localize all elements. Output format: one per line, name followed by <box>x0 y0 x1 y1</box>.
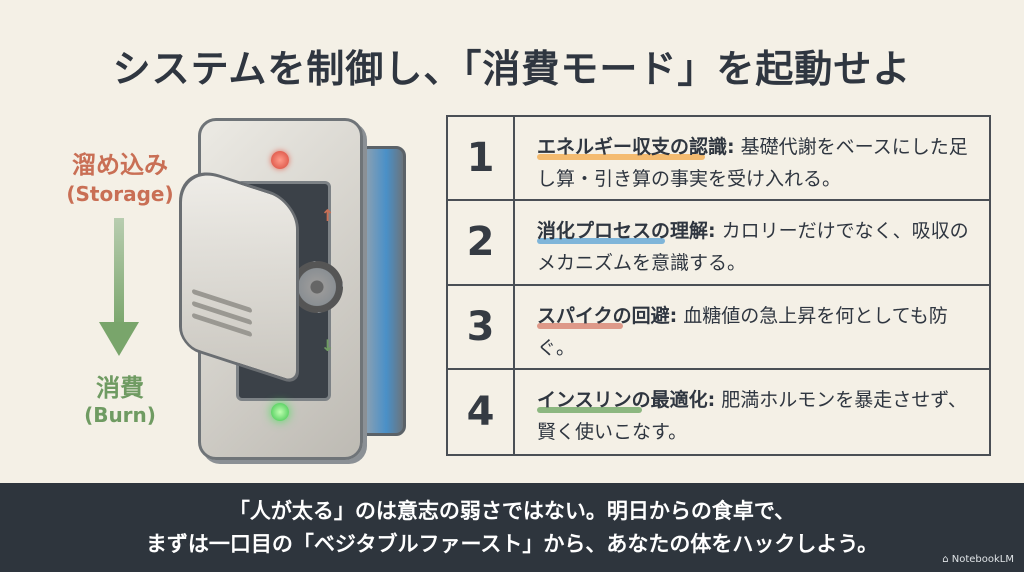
step-description: カロリーだけでなく、吸収のメカニズムを意識する。 <box>537 220 969 275</box>
green-led-icon <box>271 403 289 421</box>
toggle-switch-illustration: ↑ ↓ <box>179 118 413 463</box>
step-heading: スパイクの回避: <box>537 304 678 329</box>
table-row: 3 スパイクの回避: 血糖値の急上昇を何としても防ぐ。 <box>448 285 989 370</box>
burn-label-en: (Burn) <box>84 403 156 427</box>
step-heading: 消化プロセスの理解: <box>537 220 716 245</box>
step-description: 肥満ホルモンを暴走させず、賢く使いこなす。 <box>537 388 967 443</box>
step-number: 3 <box>448 285 515 368</box>
footer-line-2: まずは一口目の「ベジタブルファースト」から、あなたの体をハックしよう。 <box>145 532 879 556</box>
step-description: 基礎代謝をベースにした足し算・引き算の事実を受け入れる。 <box>537 136 968 190</box>
table-row: 2 消化プロセスの理解: カロリーだけでなく、吸収のメカニズムを意識する。 <box>448 201 989 286</box>
steps-table: 1 エネルギー収支の認識: 基礎代謝をベースにした足し算・引き算の事実を受け入れ… <box>446 115 991 456</box>
down-small-arrow-icon: ↓ <box>321 336 335 355</box>
storage-label: 溜め込み <box>72 151 168 179</box>
footer-line-1: 「人が太る」のは意志の弱さではない。明日からの食卓で、 <box>228 499 796 523</box>
step-text: 消化プロセスの理解: カロリーだけでなく、吸収のメカニズムを意識する。 <box>515 201 989 283</box>
notebooklm-logo: ⌂ NotebookLM <box>942 554 1014 565</box>
step-heading: エネルギー収支の認識: <box>537 136 735 160</box>
footer-banner: 「人が太る」のは意志の弱さではない。明日からの食卓で、 まずは一口目の「ベジタブ… <box>0 483 1024 572</box>
burn-label: 消費 <box>96 374 144 402</box>
step-description: 血糖値の急上昇を何としても防ぐ。 <box>537 304 948 359</box>
down-arrow-head-icon <box>99 322 139 356</box>
step-number: 1 <box>448 117 515 200</box>
storage-label-en: (Storage) <box>66 182 174 206</box>
slide-title: システムを制御し、「消費モード」を起動せよ <box>112 47 912 91</box>
step-text: エネルギー収支の認識: 基礎代謝をベースにした足し算・引き算の事実を受け入れる。 <box>515 117 989 199</box>
step-text: スパイクの回避: 血糖値の急上昇を何としても防ぐ。 <box>515 286 989 368</box>
table-row: 4 インスリンの最適化: 肥満ホルモンを暴走させず、賢く使いこなす。 <box>448 369 989 454</box>
switch-plate: ↑ ↓ <box>179 118 363 460</box>
step-number: 4 <box>448 369 515 454</box>
red-led-icon <box>271 151 289 169</box>
table-row: 1 エネルギー収支の認識: 基礎代謝をベースにした足し算・引き算の事実を受け入れ… <box>448 117 989 202</box>
up-arrow-icon: ↑ <box>321 206 335 225</box>
down-arrow-icon <box>114 218 124 328</box>
step-number: 2 <box>448 201 515 284</box>
step-heading: インスリンの最適化: <box>537 388 716 413</box>
step-text: インスリンの最適化: 肥満ホルモンを暴走させず、賢く使いこなす。 <box>515 370 989 454</box>
switch-side-panel <box>358 146 406 436</box>
